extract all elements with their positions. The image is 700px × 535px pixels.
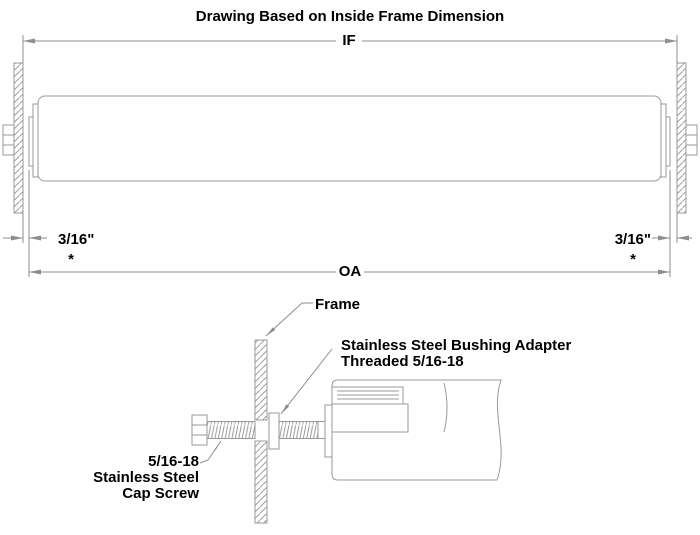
- cap-screw-callout: 5/16-18 Stainless Steel Cap Screw: [93, 440, 222, 502]
- bearing-end-arc: [443, 382, 448, 433]
- extension-lines: [22, 35, 678, 277]
- right-adapter-flange: [665, 116, 671, 167]
- if-dimension: IF: [23, 32, 677, 49]
- screw-leader-arrow: [213, 441, 221, 452]
- roller-end-tube: [331, 379, 502, 481]
- right-frame-assembly: [676, 62, 698, 214]
- left-gap-footnote: *: [68, 251, 74, 268]
- if-arrow-right: [665, 38, 677, 44]
- screw-callout-line1: 5/16-18: [148, 453, 199, 470]
- left-gap-label: 3/16": [58, 231, 94, 248]
- screw-callout-line3: Cap Screw: [122, 485, 199, 502]
- left-adapter-flange: [28, 116, 34, 167]
- bushing-adapter-callout: Stainless Steel Bushing Adapter Threaded…: [280, 337, 571, 415]
- detail-view-drawing: Frame Stainless Steel Bushing Adapter Th…: [93, 296, 571, 524]
- oa-dimension-label: OA: [339, 263, 362, 280]
- oa-arrow-right: [658, 269, 670, 275]
- roller: [28, 95, 671, 182]
- bushing-callout-line2: Threaded 5/16-18: [341, 353, 464, 370]
- left-gap-dimension: 3/16" *: [3, 231, 94, 268]
- screw-threaded-shank-left: [206, 421, 256, 439]
- top-view-drawing: Drawing Based on Inside Frame Dimension …: [2, 8, 698, 280]
- drawing-title: Drawing Based on Inside Frame Dimension: [196, 8, 504, 25]
- left-bearing-cap: [32, 103, 39, 178]
- frame-leader-arrow: [266, 327, 276, 336]
- bushing-leader-arrow: [281, 404, 290, 414]
- if-dimension-label: IF: [342, 32, 355, 49]
- right-gap-dimension: 3/16" *: [615, 231, 692, 268]
- oa-dimension: OA: [29, 263, 670, 280]
- oa-arrow-left: [29, 269, 41, 275]
- left-frame-bar: [13, 62, 24, 214]
- right-bearing-cap: [660, 103, 667, 178]
- screw-hex-head: [191, 414, 208, 446]
- screw-callout-line2: Stainless Steel: [93, 469, 199, 486]
- right-gap-footnote: *: [630, 251, 636, 268]
- cap-screw: [191, 414, 325, 446]
- left-frame-assembly: [2, 62, 24, 214]
- detail-frame-bar: [254, 339, 268, 524]
- adapter-upper-body: [331, 386, 404, 405]
- adapter-hub: [331, 403, 409, 433]
- screw-threaded-shank-right: [278, 421, 319, 439]
- if-arrow-left: [23, 38, 35, 44]
- right-hex-bolt-head: [685, 124, 698, 156]
- roller-tube: [37, 95, 662, 182]
- bushing-adapter-and-roller-end: [268, 379, 502, 481]
- right-gap-label: 3/16": [615, 231, 651, 248]
- frame-callout: Frame: [265, 296, 360, 337]
- adapter-thread-bore-lines: [337, 390, 399, 400]
- right-frame-bar: [676, 62, 687, 214]
- left-hex-bolt-head: [2, 124, 15, 156]
- frame-callout-label: Frame: [315, 296, 360, 313]
- bushing-callout-line1: Stainless Steel Bushing Adapter: [341, 337, 571, 354]
- adapter-outer-flange: [268, 412, 280, 450]
- adapter-inner-flange: [324, 404, 333, 458]
